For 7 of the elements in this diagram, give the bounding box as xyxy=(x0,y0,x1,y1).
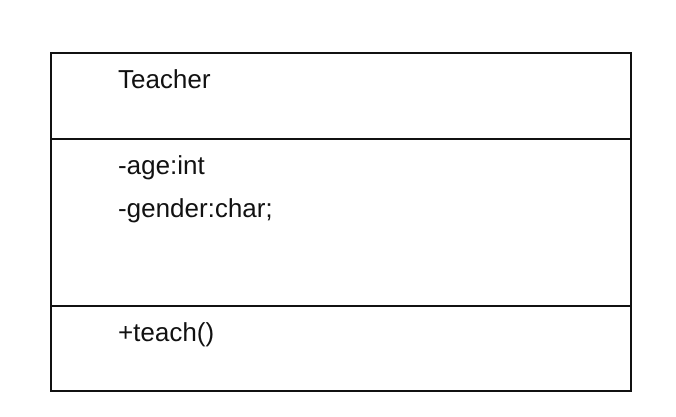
attribute: -gender:char; xyxy=(118,193,274,223)
methods-compartment xyxy=(50,305,632,392)
method: +teach() xyxy=(118,317,216,347)
attributes-compartment xyxy=(50,138,632,307)
class-name: Teacher xyxy=(118,64,212,94)
class-name-compartment xyxy=(50,52,632,140)
attribute: -age:int xyxy=(118,150,206,180)
